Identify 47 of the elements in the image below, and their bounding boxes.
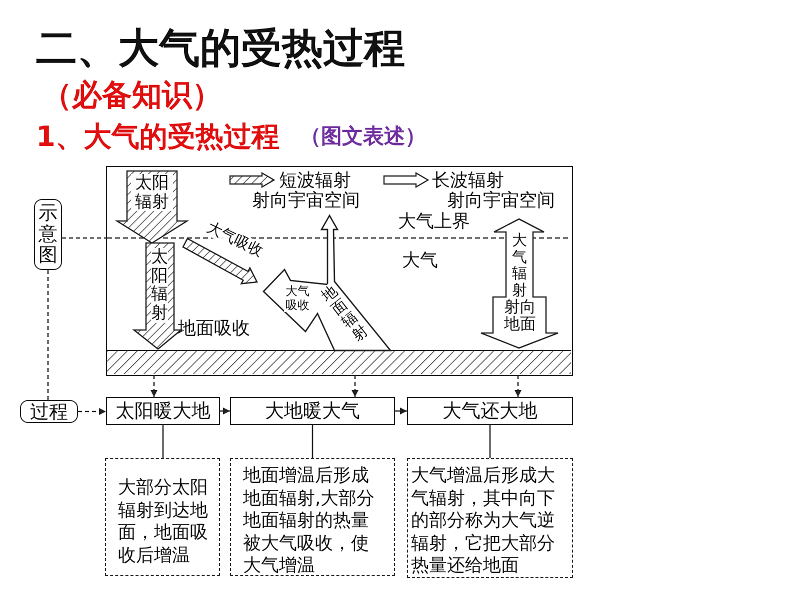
tag-label: 过程 bbox=[30, 400, 68, 424]
category-tag bbox=[20, 400, 78, 423]
connector-line bbox=[312, 425, 314, 458]
arrow-label: 射向地面 bbox=[503, 299, 537, 333]
radiation-arrow bbox=[479, 217, 561, 349]
description-box bbox=[230, 458, 395, 576]
process-box bbox=[407, 397, 573, 425]
section-heading: （图文表述） bbox=[300, 124, 426, 150]
description-box bbox=[407, 458, 573, 578]
diagram-label: 射向宇宙空间 bbox=[252, 190, 360, 212]
connector-line bbox=[395, 408, 407, 414]
tag-label: 示意图 bbox=[38, 203, 58, 266]
legend-text: 长波辐射 bbox=[432, 169, 504, 191]
edge-label: 大气吸收 bbox=[284, 284, 312, 312]
hatched-ground-band bbox=[107, 350, 571, 374]
description-text: 地面增温后形成地面辐射,大部分地面辐射的热量被大气吸收，使大气增温 bbox=[243, 465, 375, 576]
arrow-label: 太阳辐射 bbox=[131, 174, 173, 212]
category-tag bbox=[34, 199, 62, 270]
description-text: 大部分太阳辐射到达地面，地面吸收后增温 bbox=[118, 477, 208, 566]
connector-line bbox=[220, 408, 230, 414]
diagram-label: 大气上界 bbox=[398, 211, 470, 233]
dashed-connector bbox=[62, 237, 106, 239]
radiation-arrow bbox=[117, 171, 187, 243]
process-box bbox=[230, 397, 395, 425]
dashed-connector bbox=[47, 270, 49, 400]
dashed-connector bbox=[78, 408, 106, 415]
arrow-label: 太阳辐射 bbox=[151, 248, 168, 323]
legend-text: 短波辐射 bbox=[279, 169, 351, 191]
section-heading: （必备知识） bbox=[42, 78, 222, 114]
process-label: 太阳暖大地 bbox=[116, 399, 210, 424]
diagram-label: 射向宇宙空间 bbox=[447, 190, 555, 212]
process-label: 大气还大地 bbox=[442, 399, 538, 424]
description-box bbox=[105, 458, 220, 576]
dashed-connector bbox=[514, 375, 522, 397]
page-title: 二、大气的受热过程 bbox=[36, 24, 405, 74]
arrow-label: 大气辐射 bbox=[512, 232, 527, 298]
process-label: 大地暖大气 bbox=[265, 399, 360, 424]
connector-line bbox=[489, 425, 491, 458]
diagram-label: 大气 bbox=[402, 250, 438, 272]
section-heading: 1、大气的受热过程 bbox=[36, 120, 280, 154]
description-text: 大气增温后形成大气辐射，其中向下的部分称为大气逆辐射，它把大部分热量还给地面 bbox=[411, 465, 555, 576]
connector-line bbox=[162, 425, 164, 458]
diagram-panel bbox=[106, 166, 573, 376]
dashed-connector bbox=[150, 375, 158, 397]
dashed-connector bbox=[352, 375, 358, 397]
process-box bbox=[106, 397, 220, 425]
diagram-label: 地面吸收 bbox=[178, 318, 250, 340]
